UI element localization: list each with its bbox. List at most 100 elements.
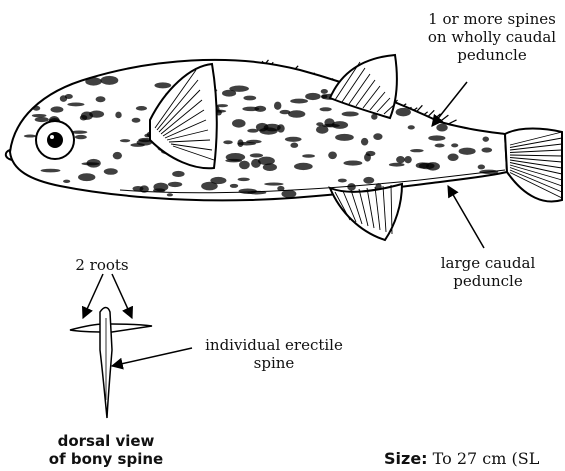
spot-mark <box>230 184 238 188</box>
label-caudal-spines: 1 or more spines on wholly caudal pedunc… <box>424 10 560 64</box>
spot-mark <box>274 102 281 110</box>
spot-mark <box>302 154 315 158</box>
label-caudal-peduncle: large caudal peduncle <box>436 254 540 290</box>
spot-mark <box>67 103 84 107</box>
spot-mark <box>290 143 298 148</box>
spot-mark <box>75 135 87 139</box>
spot-mark <box>481 148 492 153</box>
spot-mark <box>168 182 182 187</box>
spot-mark <box>338 179 347 183</box>
spot-mark <box>408 125 415 129</box>
spot-mark <box>404 156 411 163</box>
spot-mark <box>363 177 374 184</box>
spot-mark <box>305 93 321 100</box>
spot-mark <box>263 163 277 171</box>
label-line: spine <box>196 354 352 372</box>
spot-mark <box>364 153 371 161</box>
spot-mark <box>476 78 486 83</box>
spot-mark <box>63 180 70 183</box>
spot-mark <box>285 137 302 142</box>
spot-mark <box>172 171 184 177</box>
spot-mark <box>232 119 246 127</box>
spot-mark <box>451 143 458 147</box>
spot-mark <box>96 96 106 102</box>
spot-mark <box>104 168 118 175</box>
spot-mark <box>32 114 47 117</box>
spot-mark <box>472 111 490 118</box>
spot-mark <box>459 148 476 155</box>
spot-mark <box>237 139 243 147</box>
spot-mark <box>246 140 261 144</box>
size-value: To 27 cm (SL <box>433 449 540 468</box>
label-line: peduncle <box>436 272 540 290</box>
anal-fin <box>330 184 402 240</box>
spot-mark <box>167 193 173 196</box>
arrow-caudal-spines <box>432 82 467 126</box>
eye <box>36 121 74 159</box>
spot-mark <box>483 136 489 141</box>
spot-mark <box>400 80 413 85</box>
spot-mark <box>478 165 485 170</box>
spot-mark <box>436 124 447 132</box>
label-line: peduncle <box>424 46 560 64</box>
spot-mark <box>322 124 340 128</box>
spot-mark <box>35 117 49 122</box>
spot-mark <box>238 178 250 182</box>
spot-mark <box>410 149 424 152</box>
spot-mark <box>485 181 494 185</box>
spot-mark <box>250 153 263 157</box>
label-line: on wholly caudal <box>424 28 560 46</box>
spot-mark <box>347 183 356 191</box>
spot-mark <box>50 106 63 112</box>
bony-spine <box>70 308 152 419</box>
spot-mark <box>321 94 327 98</box>
spot-mark <box>489 191 499 194</box>
spot-mark <box>210 177 226 184</box>
spot-mark <box>448 154 459 161</box>
label-dorsal-view: dorsal view of bony spine <box>40 432 172 468</box>
spot-mark <box>120 139 130 142</box>
spot-mark <box>101 76 119 85</box>
spot-mark <box>294 163 313 170</box>
arrow-erectile-spine <box>112 348 192 366</box>
spot-mark <box>423 187 435 193</box>
spot-mark <box>321 89 328 94</box>
spot-mark <box>489 99 497 102</box>
spot-mark <box>320 107 332 111</box>
size-label: Size: <box>384 449 428 468</box>
label-erectile-spine: individual erectile spine <box>196 336 352 372</box>
spot-mark <box>154 82 171 88</box>
spot-mark <box>435 144 445 148</box>
spot-mark <box>24 135 36 138</box>
label-line: individual erectile <box>196 336 352 354</box>
spot-mark <box>223 140 232 144</box>
spot-mark <box>113 152 122 159</box>
arrow-root-right <box>112 274 132 318</box>
spot-mark <box>225 159 242 163</box>
label-roots: 2 roots <box>64 256 140 274</box>
spot-mark <box>288 110 305 118</box>
spot-mark <box>373 133 382 140</box>
label-line: 1 or more spines <box>424 10 560 28</box>
spot-mark <box>239 161 250 170</box>
spot-mark <box>78 173 95 181</box>
label-line: of bony spine <box>40 450 172 468</box>
spot-mark <box>136 106 147 111</box>
label-line: dorsal view <box>40 432 172 450</box>
arrow-caudal-peduncle <box>448 186 484 248</box>
spot-mark <box>419 98 430 104</box>
spot-mark <box>24 190 39 194</box>
spot-mark <box>281 190 296 198</box>
spot-mark <box>242 107 259 112</box>
spot-mark <box>428 135 445 141</box>
spot-mark <box>415 191 432 195</box>
spot-mark <box>419 163 435 170</box>
spot-mark <box>396 108 411 117</box>
label-line: large caudal <box>436 254 540 272</box>
spot-mark <box>60 95 67 102</box>
spot-mark <box>491 77 498 84</box>
spot-mark <box>222 90 236 97</box>
spot-mark <box>132 118 141 123</box>
spot-mark <box>483 88 501 91</box>
